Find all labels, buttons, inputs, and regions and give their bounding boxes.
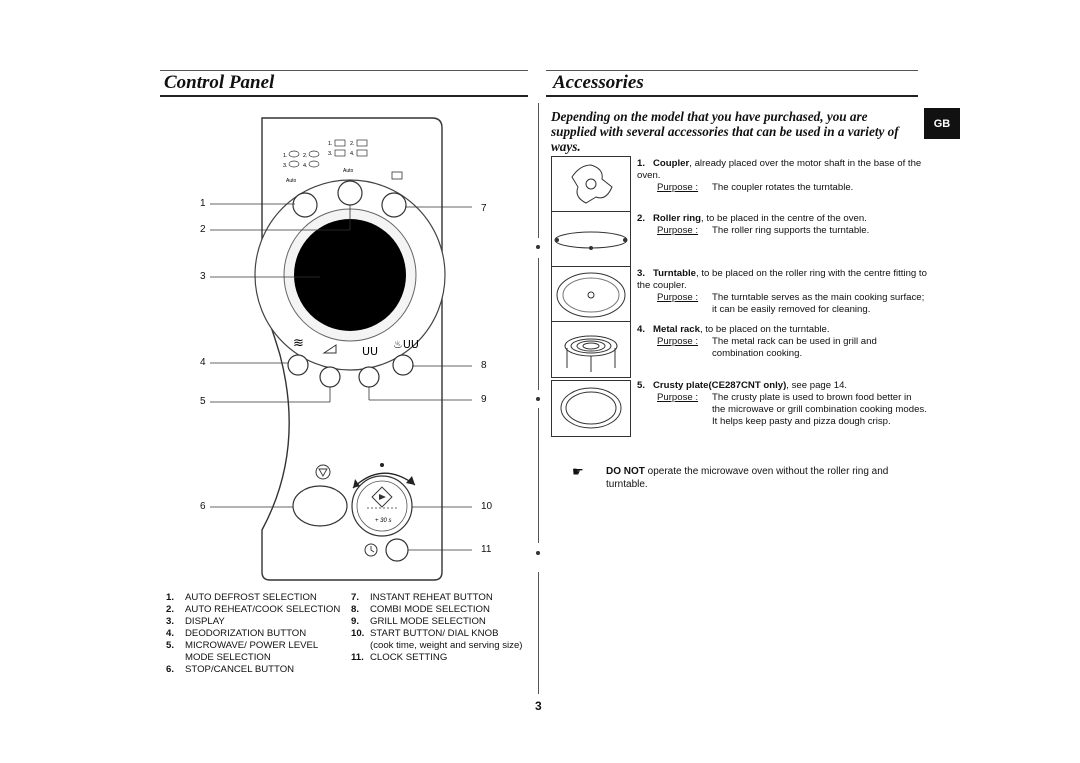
callout-1: 1 [200, 198, 206, 209]
grill-icon: ᑌᑌ [362, 345, 378, 358]
reheat-label-4: 4. [303, 163, 308, 169]
legend-item-2: 2.AUTO REHEAT/COOK SELECTION [166, 604, 341, 615]
divider-segment [538, 258, 539, 390]
legend-item-10: 10.START BUTTON/ DIAL KNOB(cook time, we… [351, 628, 523, 651]
stop-cancel-button [292, 485, 348, 527]
divider-segment [538, 408, 539, 543]
header-rule-bottom-right [546, 95, 918, 97]
accessory-item-1: 1.Coupler, already placed over the motor… [637, 158, 922, 193]
pointing-hand-icon: ☛ [572, 464, 584, 479]
clock-button [385, 538, 409, 562]
legend-item-3: 3.DISPLAY [166, 616, 225, 627]
reheat-label-2: 2. [303, 153, 308, 159]
legend-item-4: 4.DEODORIZATION BUTTON [166, 628, 307, 639]
instant-reheat-button [381, 192, 407, 218]
legend-item-7: 7.INSTANT REHEAT BUTTON [351, 592, 493, 603]
microwave-button [319, 366, 341, 388]
accessories-title: Accessories [553, 72, 644, 93]
defrost-label-4: 4. [350, 151, 355, 157]
callout-11: 11 [481, 544, 492, 555]
control-panel-title: Control Panel [164, 72, 275, 93]
plus-30-label: + 30 s [375, 518, 392, 524]
callout-3: 3 [200, 271, 206, 282]
legend-item-6: 6.STOP/CANCEL BUTTON [166, 664, 295, 675]
callout-10: 10 [481, 501, 493, 512]
divider-segment [538, 572, 539, 694]
legend-right: 7.INSTANT REHEAT BUTTON 8.COMBI MODE SEL… [351, 592, 530, 664]
deodorization-button [287, 354, 309, 376]
legend-item-1: 1.AUTO DEFROST SELECTION [166, 592, 317, 603]
header-rule-top-right [546, 70, 918, 71]
grill-button [358, 366, 380, 388]
warning-note: ☛ DO NOT operate the microwave oven with… [572, 464, 889, 490]
auto-label-left: Auto [286, 178, 297, 184]
callout-6: 6 [200, 501, 206, 512]
power-level-icon [322, 344, 337, 354]
legend-item-8: 8.COMBI MODE SELECTION [351, 604, 490, 615]
roller-ring-image [551, 211, 631, 268]
legend-left: 1.AUTO DEFROST SELECTION 2.AUTO REHEAT/C… [166, 592, 345, 676]
accessory-item-2: 2.Roller ring, to be placed in the centr… [637, 213, 870, 236]
control-panel-diagram: ≋ ᑌᑌ ♨ᑌᑌ 1. 2. 3. 4. 1. 2. 3. 4. Auto Au… [210, 117, 472, 581]
header-rule-top-left [160, 70, 528, 71]
divider-dot [536, 245, 540, 249]
accessory-item-4: 4.Metal rack, to be placed on the turnta… [637, 324, 877, 359]
accessory-item-3: 3.Turntable, to be placed on the roller … [637, 268, 927, 315]
callout-7: 7 [481, 203, 487, 214]
defrost-label-3: 3. [328, 151, 333, 157]
auto-reheat-button [337, 180, 363, 206]
defrost-label-1: 1. [328, 141, 333, 147]
language-badge: GB [924, 108, 960, 139]
combi-icon: ♨ᑌᑌ [393, 338, 419, 351]
legend-item-5: 5.MICROWAVE/ POWER LEVEL MODE SELECTION [166, 640, 318, 663]
page-number: 3 [535, 699, 542, 713]
combi-button [392, 354, 414, 376]
legend-item-11: 11.CLOCK SETTING [351, 652, 448, 663]
coupler-image [551, 156, 631, 213]
header-rule-bottom-left [160, 95, 528, 97]
crusty-plate-image [551, 380, 631, 437]
callout-9: 9 [481, 394, 487, 405]
stop-icon [315, 464, 331, 480]
divider-segment [538, 103, 539, 238]
callout-4: 4 [200, 357, 206, 368]
callout-8: 8 [481, 360, 487, 371]
defrost-label-2: 2. [350, 141, 355, 147]
accessories-intro: Depending on the model that you have pur… [551, 109, 899, 154]
legend-item-10-sub: (cook time, weight and serving size) [370, 640, 523, 651]
deodorize-icon: ≋ [293, 336, 304, 351]
divider-dot [536, 551, 540, 555]
turntable-image [551, 266, 631, 323]
display-screen [294, 219, 406, 331]
callout-2: 2 [200, 224, 206, 235]
reheat-label-3: 3. [283, 163, 288, 169]
metal-rack-image [551, 321, 631, 378]
legend-item-9: 9.GRILL MODE SELECTION [351, 616, 486, 627]
reheat-label-1: 1. [283, 153, 288, 159]
accessory-item-5: 5.Crusty plate(CE287CNT only), see page … [637, 380, 927, 427]
auto-defrost-button [292, 192, 318, 218]
divider-dot [536, 397, 540, 401]
auto-label-mid: Auto [343, 168, 354, 174]
callout-5: 5 [200, 396, 206, 407]
